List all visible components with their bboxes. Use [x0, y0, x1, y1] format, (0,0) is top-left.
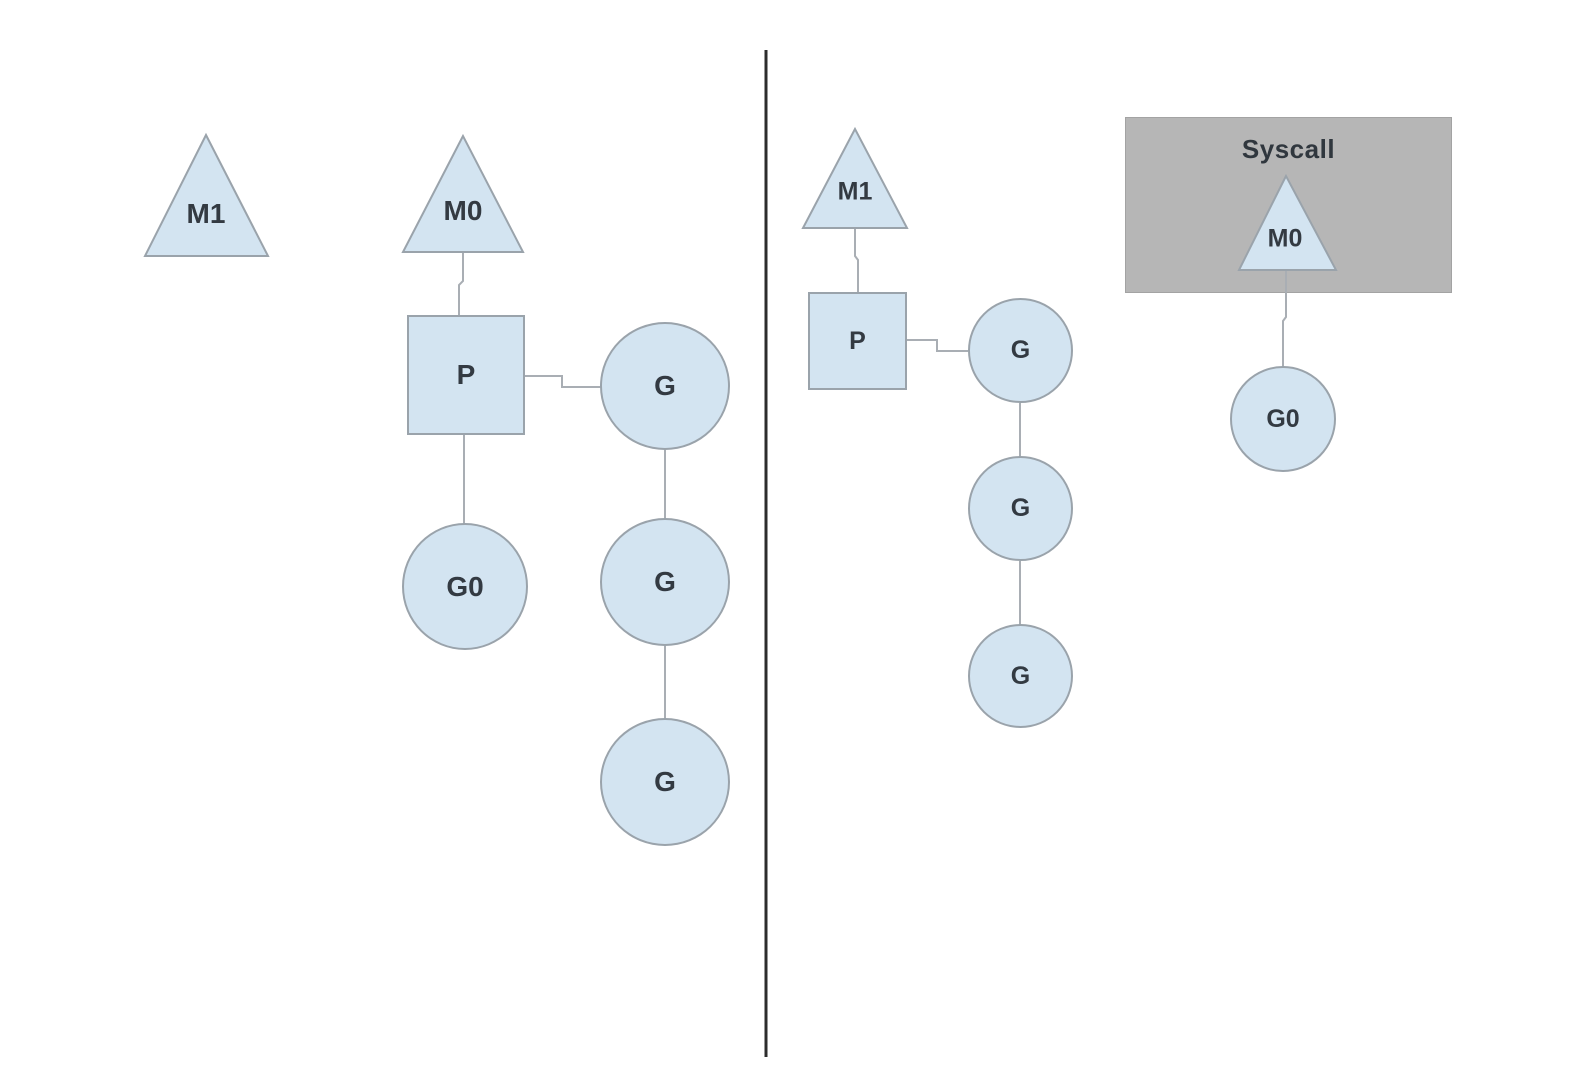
left-g-running-label: G [654, 370, 676, 401]
left-m0-label: M0 [443, 195, 483, 226]
right-connector-p-g [907, 339, 968, 352]
right-p-square: P [808, 292, 907, 390]
right-g-queued-circle-1: G [968, 456, 1073, 561]
left-connector-m0-p [458, 252, 464, 315]
right-g-running-circle: G [968, 298, 1073, 403]
right-m1-triangle [801, 126, 909, 229]
left-g-running-circle: G [600, 322, 730, 450]
right-g-queued-circle-2: G [968, 624, 1073, 728]
left-g0-circle: G0 [402, 523, 528, 650]
right-connector-m0-g0 [1282, 270, 1287, 367]
left-g-queued-circle-1: G [600, 518, 730, 646]
left-m0-triangle [401, 133, 525, 253]
left-g0-label: G0 [446, 570, 484, 602]
right-connector-m1-p [854, 228, 859, 292]
left-m1-label: M1 [186, 198, 226, 229]
right-g0-circle: G0 [1230, 366, 1336, 472]
left-g-queued-circle-2: G [600, 718, 730, 846]
right-g0-label: G0 [1266, 404, 1300, 433]
right-p-label: P [849, 326, 866, 355]
left-m1-triangle [143, 132, 270, 257]
right-m1-label: M1 [837, 177, 873, 206]
left-g-queued-label-1: G [654, 566, 676, 597]
left-p-label: P [456, 359, 476, 390]
right-g-queued-label-2: G [1010, 661, 1031, 690]
left-connector-p-g [523, 375, 603, 388]
right-m0-label: M0 [1267, 224, 1303, 253]
left-p-square: P [407, 315, 525, 435]
left-g-queued-label-2: G [654, 766, 676, 797]
right-g-queued-label-1: G [1010, 494, 1031, 522]
syscall-box-label: Syscall [1241, 134, 1336, 164]
right-m0-triangle [1237, 173, 1338, 271]
right-g-running-label: G [1010, 336, 1031, 364]
